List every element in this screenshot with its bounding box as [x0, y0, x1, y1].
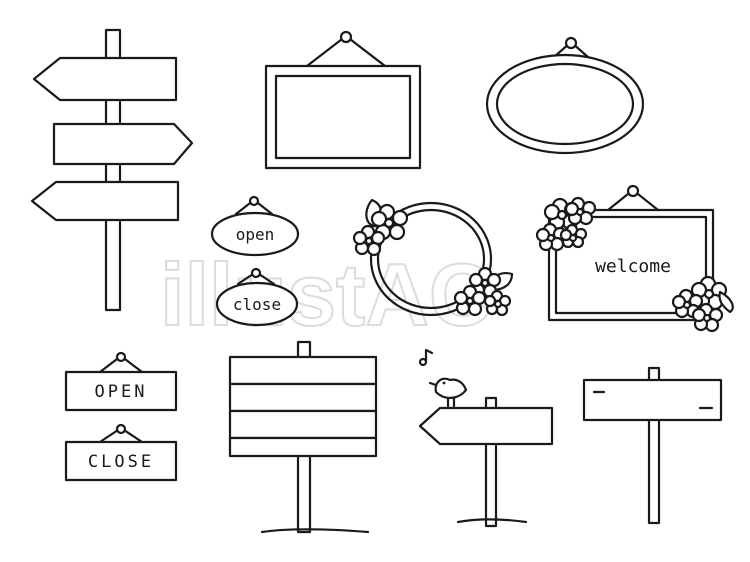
arrow-board-left-top	[32, 56, 178, 102]
arrow-board	[418, 406, 554, 446]
arrow-sign-with-bird	[418, 348, 554, 528]
wreath-ring-outer	[369, 201, 493, 317]
oval-frame-inner	[495, 62, 635, 146]
open-hanging-board: OPEN	[64, 351, 178, 412]
flower-icon	[352, 224, 386, 257]
frame-inner	[274, 74, 412, 160]
flower-wreath	[352, 198, 514, 317]
close-board-label: CLOSE	[88, 452, 154, 472]
hook-icon	[248, 195, 260, 207]
welcome-label: welcome	[595, 256, 671, 277]
flower-icon	[564, 196, 597, 226]
arrow-board-right	[52, 122, 194, 166]
frame-outer	[264, 64, 422, 170]
close-board	[64, 440, 178, 482]
wooden-post-sign	[582, 366, 723, 525]
plank-1	[228, 355, 378, 386]
close-label: close	[233, 295, 281, 314]
flower-icon	[691, 302, 724, 333]
wreath-ring-inner	[376, 208, 486, 310]
directional-signpost	[30, 28, 194, 312]
flower-icon	[468, 266, 502, 299]
oval-frame-outer	[485, 53, 645, 155]
watermark-text: illustAC	[160, 245, 492, 344]
hook-icon	[115, 423, 127, 435]
ground-line	[456, 518, 528, 524]
welcome-frame-inner	[554, 215, 708, 315]
oval-tag-open	[210, 211, 300, 257]
flower-icon	[483, 289, 512, 317]
arrow-board-left-bottom	[30, 180, 180, 222]
plank-3	[228, 409, 378, 440]
open-oval-tag: open	[210, 195, 300, 257]
music-note-icon	[418, 348, 434, 367]
plank-4	[228, 436, 378, 458]
hook-icon	[339, 30, 353, 44]
arrow-post	[484, 396, 498, 528]
close-hanging-board: CLOSE	[64, 423, 178, 482]
plank-board-sign	[228, 340, 378, 534]
open-label: open	[236, 225, 275, 244]
close-oval-tag: close	[215, 267, 299, 327]
hook-icon	[564, 36, 578, 50]
plank-2	[228, 382, 378, 413]
hanging-oval-frame	[485, 36, 645, 155]
welcome-board: welcome	[535, 184, 734, 333]
flower-icon	[559, 223, 588, 249]
wooden-post	[647, 366, 661, 525]
hook-icon	[115, 351, 127, 363]
ground-line	[260, 528, 370, 534]
wooden-board	[582, 378, 723, 422]
hook-icon	[626, 184, 640, 198]
leaf-icon	[718, 290, 734, 314]
flower-icon	[453, 284, 487, 317]
hook-icon	[250, 267, 262, 279]
oval-tag-close	[215, 281, 299, 327]
open-board-label: OPEN	[95, 382, 148, 402]
wood-grain	[592, 390, 714, 410]
open-board	[64, 370, 178, 412]
hanging-rect-frame	[264, 30, 422, 170]
bird-icon	[428, 377, 468, 408]
